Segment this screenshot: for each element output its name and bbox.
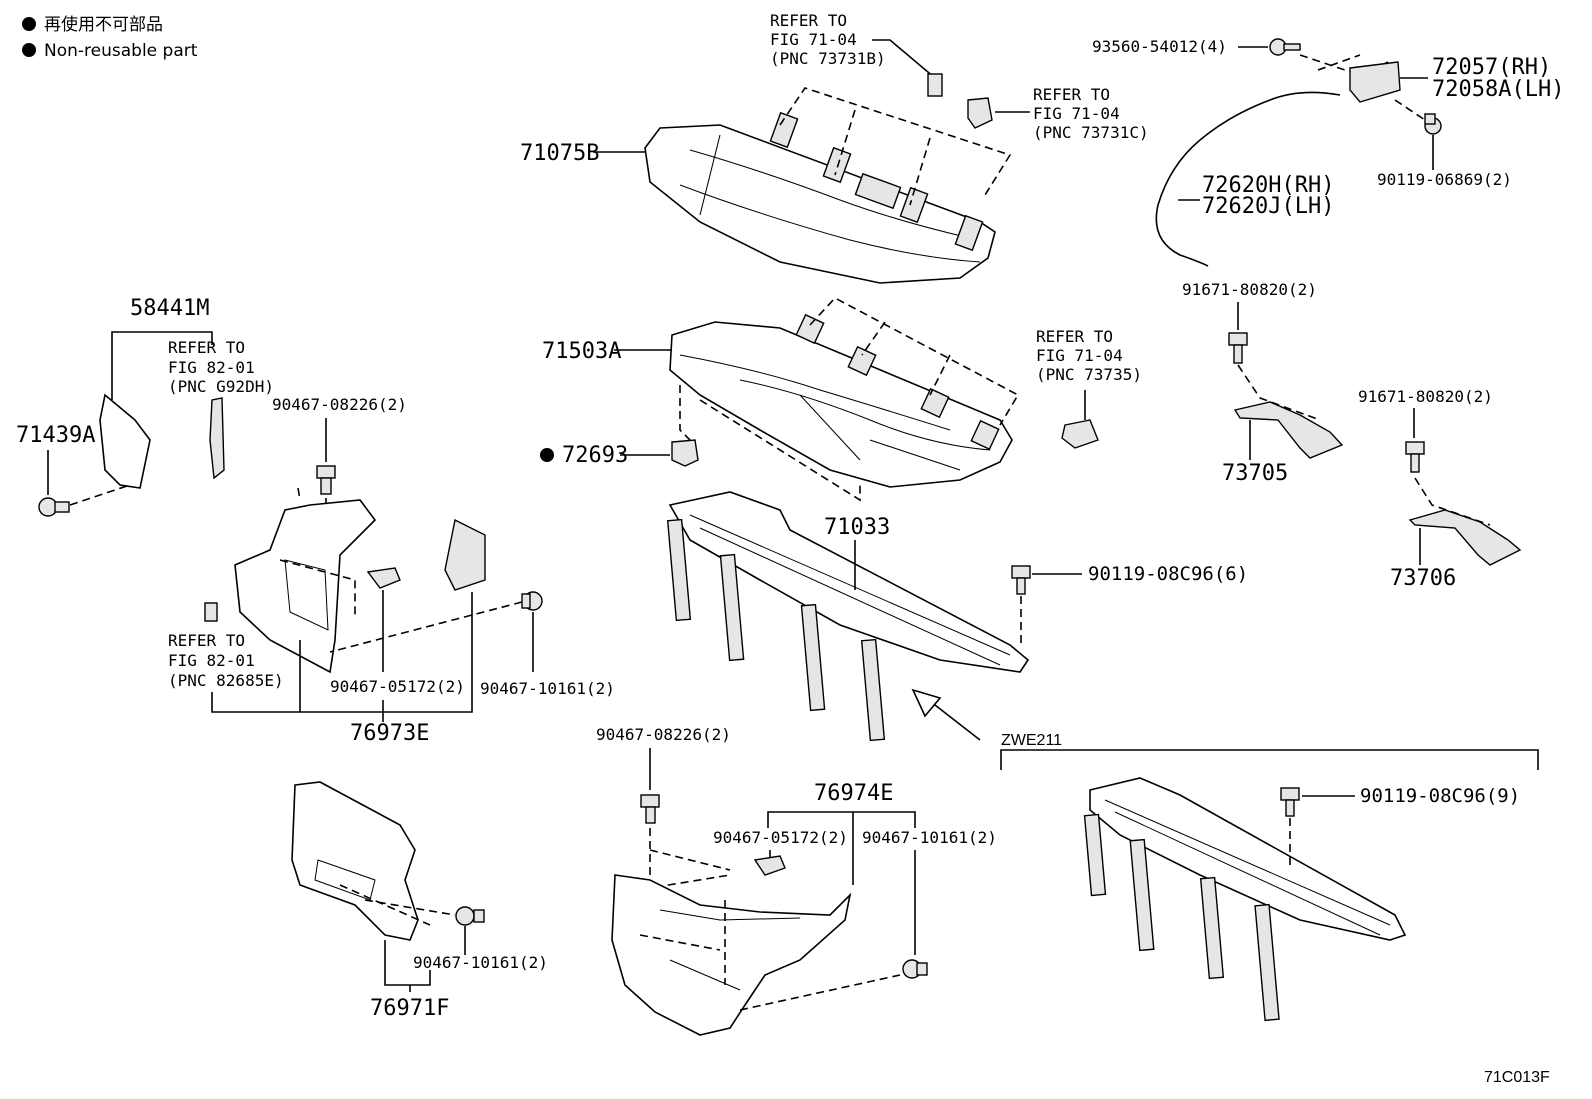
refer-82685E: REFER TO FIG 82-01 (PNC 82685E) — [168, 631, 284, 690]
part-label-72058A: 72058A(LH) — [1432, 77, 1564, 102]
svg-text:FIG 71-04: FIG 71-04 — [770, 30, 857, 49]
seat-frame-71033[interactable] — [666, 491, 1030, 742]
clip-90467-05172-b[interactable] — [753, 855, 786, 876]
panel-76971F[interactable] — [291, 781, 419, 941]
clip-90467-08226-a[interactable] — [316, 465, 336, 495]
part-label-58441M: 58441M — [130, 296, 209, 321]
refer-73731C: REFER TO FIG 71-04 (PNC 73731C) — [1033, 85, 1149, 142]
svg-text:REFER TO: REFER TO — [1036, 327, 1113, 346]
svg-text:REFER TO: REFER TO — [1033, 85, 1110, 104]
svg-text:(PNC 73735): (PNC 73735) — [1036, 365, 1142, 384]
lever-72057[interactable] — [1349, 61, 1401, 103]
clip-72693[interactable] — [671, 439, 699, 467]
seat-frame-zwe211[interactable] — [1083, 777, 1407, 1022]
part-label-71439A: 71439A — [16, 423, 95, 448]
svg-text:FIG 71-04: FIG 71-04 — [1036, 346, 1123, 365]
clip-90467-10161-b2[interactable] — [902, 959, 928, 979]
panel-76973E[interactable] — [234, 499, 377, 674]
part-label-76973E: 76973E — [350, 721, 429, 746]
pad-76973E[interactable] — [444, 518, 486, 591]
non-reusable-marker-icon — [540, 448, 554, 462]
non-reusable-marker-icon — [22, 43, 36, 57]
svg-text:FIG 71-04: FIG 71-04 — [1033, 104, 1120, 123]
part-label-73706: 73706 — [1390, 566, 1456, 591]
svg-text:(PNC G92DH): (PNC G92DH) — [168, 377, 274, 396]
hinge-73706[interactable] — [1408, 509, 1522, 566]
tag-82685E[interactable] — [204, 602, 218, 622]
bolt-90119-08C96-9[interactable] — [1280, 787, 1300, 817]
svg-text:(PNC 82685E): (PNC 82685E) — [168, 671, 284, 690]
legend-en: Non-reusable part — [44, 41, 198, 61]
cover-58441M[interactable] — [99, 393, 151, 489]
svg-text:REFER TO: REFER TO — [168, 338, 245, 357]
part-label-73705: 73705 — [1222, 461, 1288, 486]
part-label-71503A: 71503A — [542, 339, 621, 364]
part-label-76971F: 76971F — [370, 996, 449, 1021]
part-label-90119-08C96-6: 90119-08C96(6) — [1088, 563, 1248, 585]
part-label-90467-10161-c: 90467-10161(2) — [413, 953, 548, 972]
refer-73735: REFER TO FIG 71-04 (PNC 73735) — [1036, 327, 1142, 384]
bracket-73735[interactable] — [1061, 419, 1099, 449]
clip-90467-08226-b[interactable] — [640, 794, 660, 824]
svg-text:(PNC 73731B): (PNC 73731B) — [770, 49, 886, 68]
release-cable-72620[interactable] — [1155, 91, 1341, 267]
part-label-72620J: 72620J(LH) — [1202, 194, 1334, 219]
clip-71439A[interactable] — [38, 497, 70, 517]
svg-text:(PNC 73731C): (PNC 73731C) — [1033, 123, 1149, 142]
diagram-code: 71C013F — [1484, 1069, 1550, 1086]
legend-jp: 再使用不可部品 — [44, 14, 163, 35]
clip-73731B[interactable] — [927, 73, 943, 97]
part-label-90119-08C96-9: 90119-08C96(9) — [1360, 785, 1520, 807]
seat-back-71075B[interactable] — [644, 111, 996, 284]
part-label-72620H: 72620H(RH) — [1202, 173, 1334, 198]
svg-text:FIG 82-01: FIG 82-01 — [168, 651, 255, 670]
refer-73731B: REFER TO FIG 71-04 (PNC 73731B) — [770, 11, 886, 68]
clip-90467-10161-a[interactable] — [521, 591, 543, 611]
part-label-76974E: 76974E — [814, 781, 893, 806]
bolt-91671-a[interactable] — [1228, 332, 1248, 364]
screw-93560[interactable] — [1269, 38, 1301, 56]
part-label-90467-05172-b: 90467-05172(2) — [713, 828, 848, 847]
part-label-72057: 72057(RH) — [1432, 55, 1551, 80]
panel-76974E[interactable] — [611, 874, 852, 1036]
seat-cushion-71503A[interactable] — [669, 313, 1013, 488]
non-reusable-marker-icon — [22, 17, 36, 31]
refer-G92DH: REFER TO FIG 82-01 (PNC G92DH) — [168, 338, 274, 396]
part-label-90467-10161-a: 90467-10161(2) — [480, 679, 615, 698]
svg-text:FIG 82-01: FIG 82-01 — [168, 358, 255, 377]
front-arrow-icon — [911, 688, 942, 718]
part-label-90467-10161-b: 90467-10161(2) — [862, 828, 997, 847]
part-label-90119-06869: 90119-06869(2) — [1377, 170, 1512, 189]
clip-90467-05172-a[interactable] — [366, 567, 401, 589]
cover-G92DH[interactable] — [209, 397, 225, 480]
part-label-72693: 72693 — [562, 443, 628, 468]
part-label-90467-08226-b: 90467-08226(2) — [596, 725, 731, 744]
part-label-91671-b: 91671-80820(2) — [1358, 387, 1493, 406]
part-label-71075B: 71075B — [520, 141, 599, 166]
variant-label-zwe211: ZWE211 — [1001, 732, 1062, 749]
bolt-91671-b[interactable] — [1405, 441, 1425, 473]
bracket-73731C[interactable] — [967, 97, 993, 129]
hinge-73705[interactable] — [1233, 401, 1344, 459]
svg-text:REFER TO: REFER TO — [168, 631, 245, 650]
variant-bracket — [1000, 749, 1539, 770]
legend: 再使用不可部品 Non-reusable part — [22, 14, 198, 61]
bolt-90119-08C96[interactable] — [1011, 565, 1031, 595]
part-label-93560: 93560-54012(4) — [1092, 37, 1227, 56]
part-label-90467-05172-a: 90467-05172(2) — [330, 677, 465, 696]
clip-90467-10161-c[interactable] — [455, 906, 485, 926]
bolt-90119-06869[interactable] — [1424, 113, 1442, 135]
svg-text:REFER TO: REFER TO — [770, 11, 847, 30]
part-label-90467-08226-a: 90467-08226(2) — [272, 395, 407, 414]
part-label-71033: 71033 — [824, 515, 890, 540]
part-label-91671-a: 91671-80820(2) — [1182, 280, 1317, 299]
